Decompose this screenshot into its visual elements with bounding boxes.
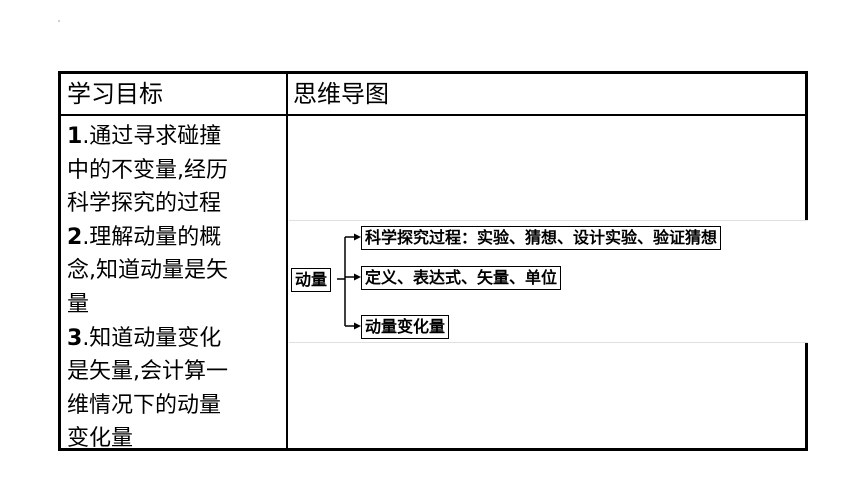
mind-map-connectors [337,233,361,330]
goal-line: 3.知道动量变化 [67,325,222,351]
goal-line: 量 [67,291,90,317]
objectives-table: 学习目标 思维导图 1.通过寻求碰撞 中的不变量,经历 科学探究的过程 2.理解… [58,71,808,451]
mind-map: 动量 科学探究过程：实验、猜想、设计实验、验证猜想 定义、表达式、矢量、单位 动… [289,220,808,343]
goal-line: 2.理解动量的概 [67,224,222,250]
goal-line: 科学探究的过程 [67,191,222,217]
goal-line: 1.通过寻求碰撞 [67,124,222,149]
goal-line: 是矢量,会计算一 [67,359,228,385]
mind-map-branch-momentum-change: 动量变化量 [361,315,450,339]
column-divider [286,74,288,448]
goal-line: 念,知道动量是矢 [67,258,228,284]
header-learning-goals: 学习目标 [67,80,163,108]
header-mind-map: 思维导图 [293,80,389,108]
goal-line: 中的不变量,经历 [67,157,228,183]
mind-map-branch-definition: 定义、表达式、矢量、单位 [361,266,562,290]
learning-goals-text: 1.通过寻求碰撞 中的不变量,经历 科学探究的过程 2.理解动量的概 念,知道动… [67,120,281,456]
corner-mark [58,20,60,22]
table-header-row: 学习目标 思维导图 [61,74,805,116]
goal-line: 维情况下的动量 [67,392,222,418]
mind-map-branch-inquiry: 科学探究过程：实验、猜想、设计实验、验证猜想 [361,226,722,250]
goal-line: 变化量 [67,426,134,452]
mind-map-root: 动量 [291,268,332,292]
